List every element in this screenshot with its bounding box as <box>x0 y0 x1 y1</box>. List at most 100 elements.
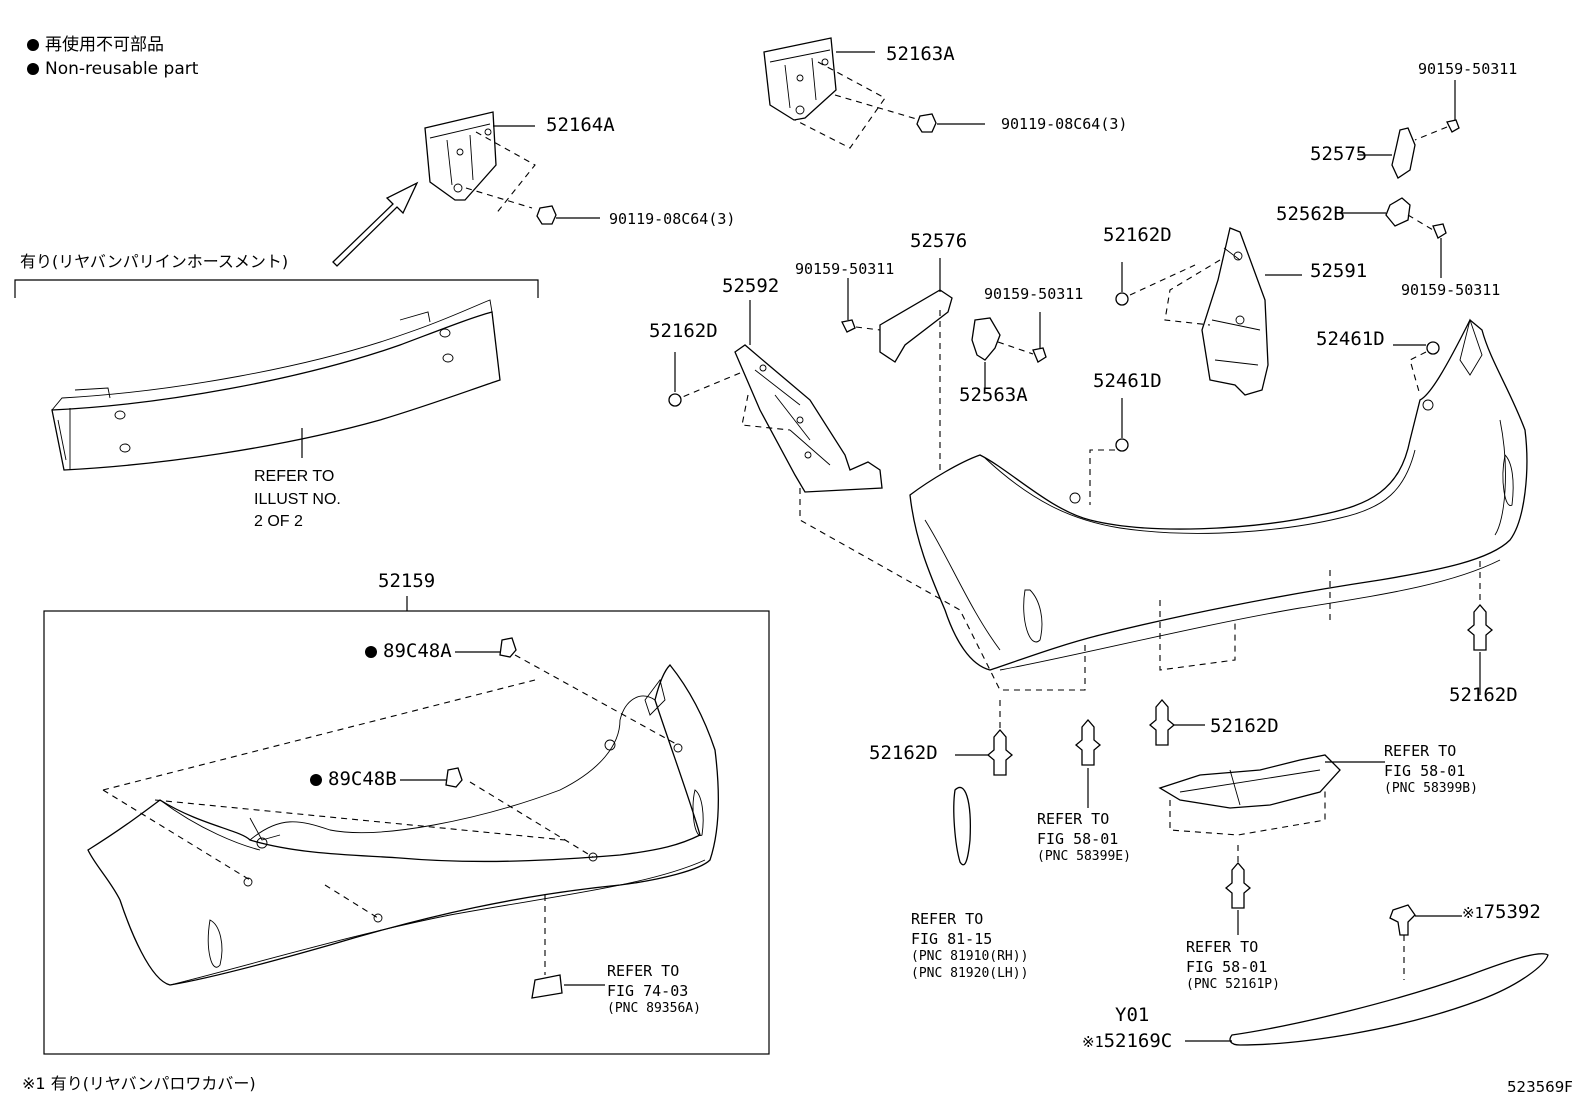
diagram-code: 523569F <box>1507 1078 1573 1096</box>
bracket-52592 <box>679 300 883 493</box>
push-clip-58399e <box>1074 719 1102 805</box>
bracket-52576 <box>841 258 953 475</box>
bolt-90119-a <box>536 205 600 225</box>
part-label-52162d-bottom-left[interactable]: 52162D <box>869 742 938 764</box>
part-label-52162d-top[interactable]: 52162D <box>1103 224 1172 246</box>
refer-fig-58-01-52161p-l2: FIG 58-01 <box>1186 957 1268 976</box>
part-label-52164a[interactable]: 52164A <box>546 114 615 136</box>
clip-89c48b <box>400 767 463 788</box>
refer-fig-58-01-52161p-l1: REFER TO <box>1186 938 1259 956</box>
part-label-89c48b[interactable]: 89C48B <box>310 770 397 789</box>
rear-bumper-cover-52159 <box>87 654 719 986</box>
refer-fig-74-03-l2: FIG 74-03 <box>607 981 689 1000</box>
clip-52461d-right <box>1426 341 1440 355</box>
refer-illust-line2: ILLUST NO. <box>254 490 341 508</box>
refer-fig-74-03[interactable]: REFER TO FIG 74-03 (PNC 89356A) <box>607 962 701 1018</box>
refer-fig-58-01-58399b-l3: (PNC 58399B) <box>1384 781 1478 796</box>
clip-75392 <box>1389 904 1462 980</box>
footnote-mark-52169c: ※1 <box>1082 1033 1104 1051</box>
part-label-52576[interactable]: 52576 <box>910 230 968 252</box>
non-reusable-dot-icon <box>27 63 39 75</box>
reflector-81910 <box>953 787 971 866</box>
refer-fig-58-01-58399e[interactable]: REFER TO FIG 58-01 (PNC 58399E) <box>1037 810 1131 866</box>
part-label-52159[interactable]: 52159 <box>378 570 436 592</box>
part-label-75392-text: 75392 <box>1483 901 1541 923</box>
non-reusable-dot-icon <box>365 646 377 658</box>
part-label-52461d-right[interactable]: 52461D <box>1316 328 1385 350</box>
refer-fig-58-01-52161p[interactable]: REFER TO FIG 58-01 (PNC 52161P) <box>1186 938 1280 994</box>
refer-fig-74-03-l1: REFER TO <box>607 962 680 980</box>
lower-cover-footnote-mark: ※1 <box>22 1074 46 1093</box>
refer-fig-58-01-52161p-l3: (PNC 52161P) <box>1186 977 1280 992</box>
clip-52162d-top <box>1115 292 1129 306</box>
lower-cover-footnote: ※1 有り(リヤバンパロワカバー) <box>22 1076 256 1092</box>
part-label-75392[interactable]: ※175392 <box>1462 903 1541 922</box>
part-label-90119-08c64-b[interactable]: 90119-08C64(3) <box>1001 115 1128 133</box>
refer-fig-81-15[interactable]: REFER TO FIG 81-15 (PNC 81910(RH)) (PNC … <box>911 910 1028 983</box>
part-label-52169c-text: 52169C <box>1103 1030 1173 1052</box>
clip-52162d-left <box>668 393 682 407</box>
refer-fig-58-01-58399b-l1: REFER TO <box>1384 742 1457 760</box>
part-label-52461d-center[interactable]: 52461D <box>1093 370 1162 392</box>
non-reusable-dot-icon <box>27 39 39 51</box>
dash-52461d-right <box>1409 351 1427 396</box>
push-clip-52162d-right <box>1466 560 1494 695</box>
part-label-52563a[interactable]: 52563A <box>959 384 1028 406</box>
part-label-52162d-left[interactable]: 52162D <box>649 320 718 342</box>
refer-fig-58-01-58399b-l2: FIG 58-01 <box>1384 761 1466 780</box>
refer-fig-58-01-58399e-l2: FIG 58-01 <box>1037 829 1119 848</box>
part-label-89c48a[interactable]: 89C48A <box>365 642 452 661</box>
arrow-to-52164a <box>332 181 419 267</box>
part-label-52591[interactable]: 52591 <box>1310 260 1368 282</box>
part-label-90159-50311-top-right[interactable]: 90159-50311 <box>1418 60 1518 78</box>
refer-illust-line1: REFER TO <box>254 468 335 485</box>
bolt-90119-b <box>916 113 985 133</box>
part-label-90119-08c64-a[interactable]: 90119-08C64(3) <box>609 210 736 228</box>
part-label-52162d-center[interactable]: 52162D <box>1210 715 1279 737</box>
retainer-52562b <box>1340 197 1447 278</box>
legend-jp: 再使用不可部品 <box>27 37 164 54</box>
bracket-52164a <box>424 111 536 216</box>
clip-89c48a <box>455 637 517 658</box>
refer-fig-81-15-l3: (PNC 81910(RH)) <box>911 949 1029 964</box>
lower-cover-footnote-text: 有り(リヤバンパロワカバー) <box>50 1074 256 1093</box>
part-label-90159-50311-right[interactable]: 90159-50311 <box>1401 281 1501 299</box>
footnote-mark-75392: ※1 <box>1462 904 1484 922</box>
reinforcement-bracket-line <box>14 279 539 298</box>
bracket-52591 <box>1129 227 1302 396</box>
part-label-89c48b-text: 89C48B <box>328 768 397 790</box>
part-label-52162d-right[interactable]: 52162D <box>1449 684 1518 706</box>
part-label-90159-50311-52563a[interactable]: 90159-50311 <box>984 285 1084 303</box>
moulding-52169c <box>1185 953 1549 1046</box>
clip-52461d-center <box>1115 438 1129 452</box>
refer-fig-81-15-l2: FIG 81-15 <box>911 929 993 948</box>
part-label-90159-50311-52576[interactable]: 90159-50311 <box>795 260 895 278</box>
refer-fig-81-15-l1: REFER TO <box>911 910 984 928</box>
push-clip-52161p <box>1224 840 1252 935</box>
part-label-52575[interactable]: 52575 <box>1310 143 1368 165</box>
part-label-52562b[interactable]: 52562B <box>1276 203 1345 225</box>
bracket-52163a <box>763 37 921 149</box>
part-label-52169c[interactable]: ※152169C <box>1082 1032 1172 1051</box>
sensor-cover-89356a <box>531 974 605 999</box>
undercover-58399b <box>1158 754 1385 836</box>
part-label-52592[interactable]: 52592 <box>722 275 780 297</box>
bracket-52563a <box>971 312 1047 388</box>
part-label-89c48a-text: 89C48A <box>383 640 452 662</box>
refer-fig-58-01-58399b[interactable]: REFER TO FIG 58-01 (PNC 58399B) <box>1384 742 1478 798</box>
dash-52461d-center <box>1089 449 1115 505</box>
bumper-reinforcement <box>51 299 501 471</box>
refer-illust-line3: 2 OF 2 <box>254 513 303 531</box>
push-clip-52162d-bottom-left <box>955 695 1014 776</box>
bracket-52575 <box>1358 80 1460 179</box>
refer-fig-58-01-58399e-l3: (PNC 58399E) <box>1037 849 1131 864</box>
push-clip-52162d-bottom-center <box>1148 699 1205 746</box>
legend-en-text: Non-reusable part <box>45 59 199 79</box>
part-label-y01[interactable]: Y01 <box>1115 1004 1150 1026</box>
legend-jp-text: 再使用不可部品 <box>45 35 164 55</box>
refer-fig-81-15-l4: (PNC 81920(LH)) <box>911 965 1029 981</box>
part-label-52163a[interactable]: 52163A <box>886 43 955 65</box>
legend-en: Non-reusable part <box>27 61 198 78</box>
refer-fig-74-03-l3: (PNC 89356A) <box>607 1001 701 1016</box>
rear-bumper-cover-main <box>799 318 1528 691</box>
